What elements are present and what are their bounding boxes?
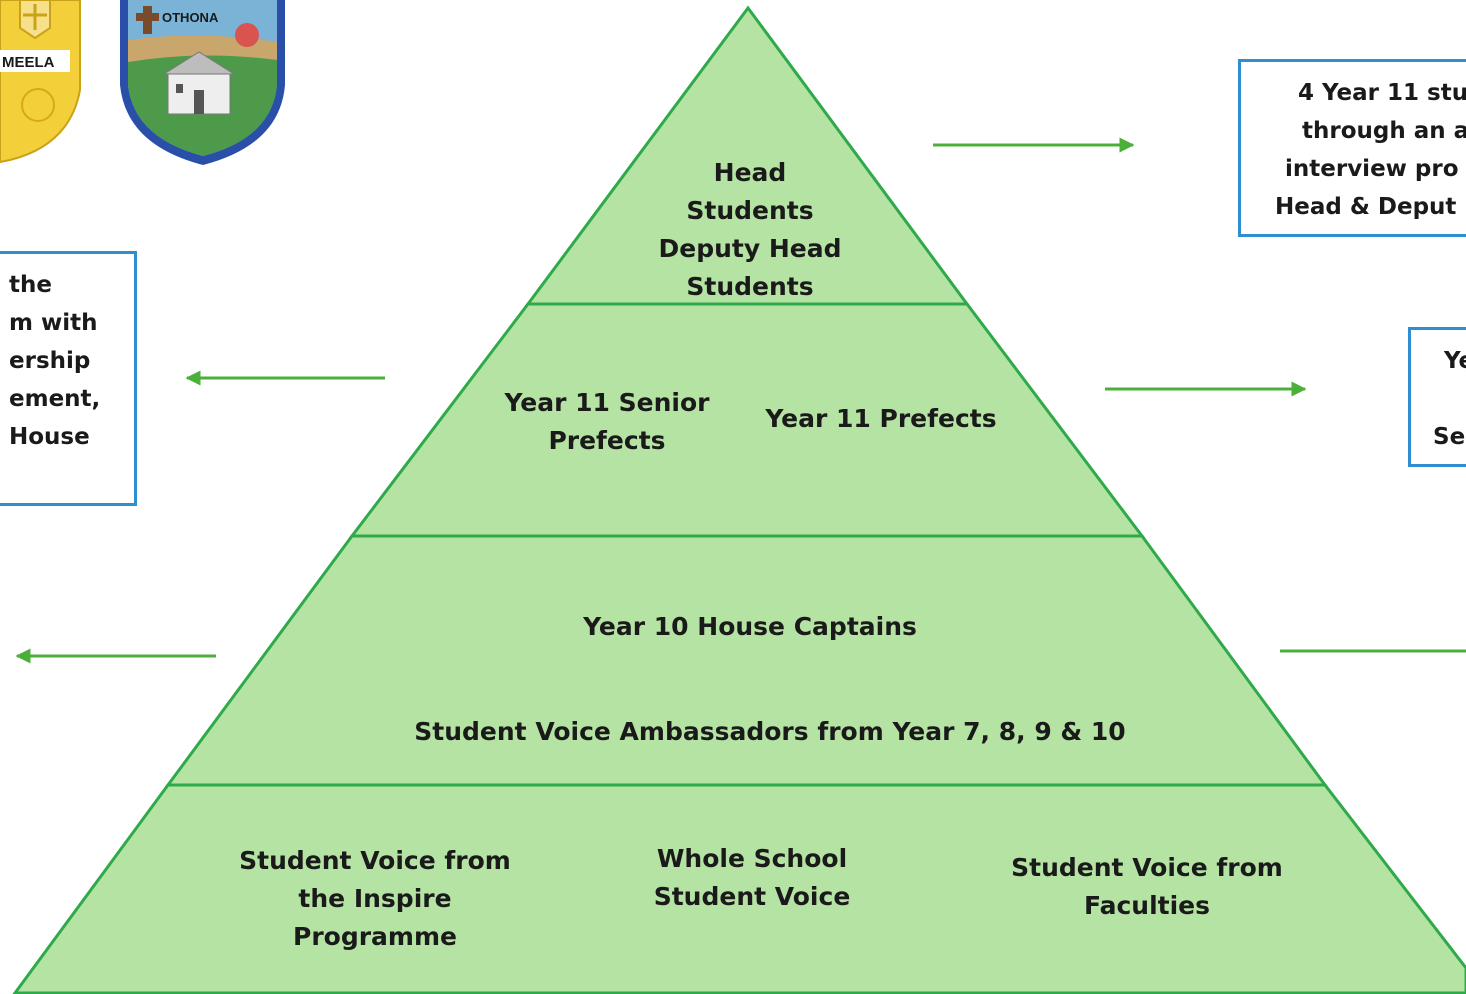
emmeela-crest-text: MEELA [2, 54, 55, 71]
right-info-box-top: 4 Year 11 stu through an a interview pro… [1238, 59, 1466, 237]
pyramid-tier-4 [12, 783, 1466, 994]
tier4-whole-school-label: Whole School Student Voice [653, 844, 851, 911]
right-info-box-mid: Ye Se [1408, 327, 1466, 467]
emmeela-house-crest: MEELA [0, 0, 81, 164]
tier3-ambassadors-label: Student Voice Ambassadors from Year 7, 8… [414, 717, 1126, 746]
tier1-label: Head Students Deputy Head Students [658, 158, 842, 301]
tier4-inspire-label: Student Voice from the Inspire Programme [239, 846, 511, 951]
left-info-box: the m with ership ement, House [0, 251, 137, 506]
othona-house-crest: OTHONA [120, 0, 285, 165]
tier3-house-captains-label: Year 10 House Captains [583, 612, 917, 641]
tier2-senior-prefects-label: Year 11 Senior Prefects [504, 388, 710, 455]
tier4-faculties-label: Student Voice from Faculties [1011, 853, 1283, 920]
othona-crest-text: OTHONA [162, 10, 219, 25]
tier2-prefects-label: Year 11 Prefects [765, 404, 997, 433]
